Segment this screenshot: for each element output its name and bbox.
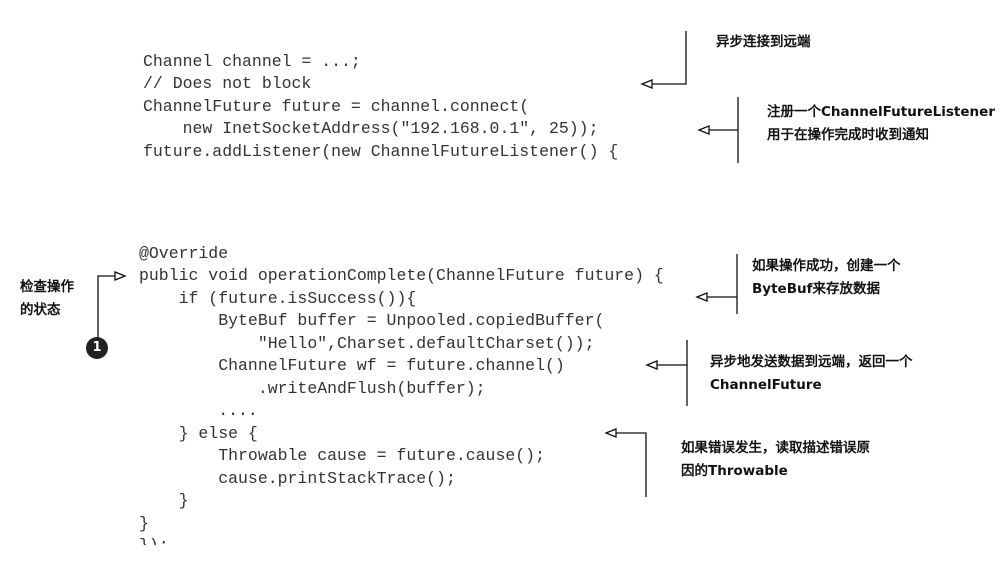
code-line: @Override [139, 243, 229, 263]
connector-async-connect [642, 31, 687, 85]
connector-error [606, 432, 647, 497]
code-line: public void operationComplete(ChannelFut… [139, 266, 664, 285]
code-line: cause.printStackTrace(); [139, 468, 456, 488]
arrowhead-register-listener [697, 125, 710, 135]
code-line: } else { [139, 423, 258, 443]
arrowhead-async-connect [640, 79, 653, 89]
code-line: } [139, 491, 189, 510]
annotation-line: ByteBuf来存放数据 [752, 281, 880, 297]
annotation-connectors [97, 31, 739, 497]
annotation-register-listener: 注册一个ChannelFutureListener 用于在操作完成时收到通知 [767, 101, 995, 147]
arrowhead-async-send [645, 360, 658, 370]
step-number-badge: 1 [86, 337, 108, 359]
code-line: ChannelFuture future = channel.connect( [143, 96, 530, 116]
code-line: Channel channel = ...; [143, 51, 361, 71]
arrowhead-check-status [114, 271, 127, 281]
arrowhead-error [604, 428, 617, 438]
annotation-async-send: 异步地发送数据到远端，返回一个 ChannelFuture [710, 351, 913, 397]
arrowhead-success [695, 292, 708, 302]
annotation-line: 因的Throwable [681, 463, 788, 479]
annotation-line: ChannelFuture [710, 377, 822, 393]
annotation-line: 注册一个ChannelFutureListener [767, 104, 995, 120]
code-block-bottom: @Override public void operationComplete(C… [139, 220, 664, 580]
annotation-line: 如果错误发生，读取描述错误原 [681, 440, 870, 456]
code-line: future.addListener(new ChannelFutureList… [143, 141, 619, 161]
code-line: } [139, 513, 149, 533]
code-line: "Hello",Charset.defaultCharset()); [139, 333, 595, 353]
annotation-line: 如果操作成功，创建一个 [752, 258, 901, 274]
code-line: .... [139, 401, 258, 420]
code-line: Throwable cause = future.cause(); [139, 446, 545, 465]
code-line: ChannelFuture wf = future.channel() [139, 356, 565, 375]
code-line: }); [139, 536, 169, 555]
code-line: if (future.isSuccess()){ [139, 288, 417, 308]
annotation-success: 如果操作成功，创建一个 ByteBuf来存放数据 [752, 255, 901, 301]
code-line: // Does not block [143, 74, 312, 93]
annotation-line: 异步地发送数据到远端，返回一个 [710, 354, 913, 370]
annotation-error: 如果错误发生，读取描述错误原 因的Throwable [681, 437, 870, 483]
annotation-async-connect: 异步连接到远端 [716, 31, 811, 54]
code-line: ByteBuf buffer = Unpooled.copiedBuffer( [139, 311, 605, 330]
annotation-check-status: 检查操作 的状态 [20, 276, 74, 322]
annotation-line: 的状态 [20, 302, 61, 318]
annotation-line: 用于在操作完成时收到通知 [767, 127, 929, 143]
connector-check-status [97, 275, 125, 338]
code-line: new InetSocketAddress("192.168.0.1", 25)… [143, 119, 599, 138]
code-line: .writeAndFlush(buffer); [139, 378, 486, 398]
annotation-line: 异步连接到远端 [716, 34, 811, 50]
annotation-line: 检查操作 [20, 279, 74, 295]
